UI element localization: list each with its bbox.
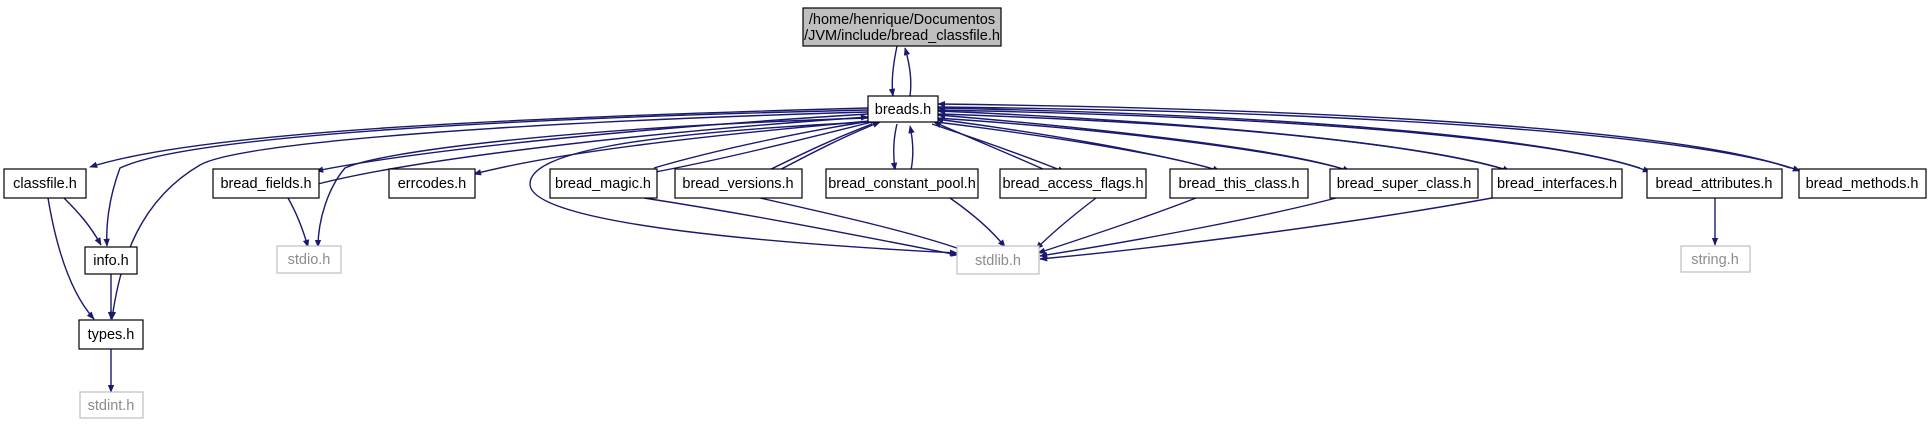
node-bread-methods[interactable]: bread_methods.h	[1798, 168, 1927, 199]
node-box	[1680, 245, 1751, 273]
node-label: bread_versions.h	[682, 176, 793, 192]
edge-breads-to-errcodes	[473, 120, 871, 176]
node-stdlib[interactable]: stdlib.h	[956, 245, 1040, 275]
node-box	[867, 95, 939, 123]
node-bread-access-flags[interactable]: bread_access_flags.h	[999, 168, 1147, 199]
edge-bread-this-class-to-breads	[935, 116, 1211, 169]
edge-bread-methods-to-breads	[937, 100, 1791, 169]
edge-breads-to-bread-fields	[315, 113, 869, 173]
node-bread-versions[interactable]: bread_versions.h	[674, 168, 803, 199]
edge-bread-super-class-to-stdlib	[1039, 197, 1337, 259]
node-box	[84, 246, 138, 275]
node-label: info.h	[93, 253, 128, 269]
node-label: bread_attributes.h	[1656, 176, 1773, 192]
edge-bread-access-flags-to-stdlib	[1035, 197, 1097, 250]
edge-breads-to-bread-attributes	[937, 109, 1651, 173]
node-label: string.h	[1691, 252, 1739, 268]
edge-bread-magic-to-breads	[653, 117, 879, 169]
edge-bread-interfaces-to-breads	[937, 108, 1501, 169]
node-box	[3, 168, 87, 199]
node-box	[825, 168, 979, 199]
node-bread-attributes[interactable]: bread_attributes.h	[1646, 168, 1783, 199]
node-box	[1798, 168, 1927, 199]
edge-bread-access-flags-to-breads	[933, 121, 1053, 174]
node-types[interactable]: types.h	[78, 319, 144, 350]
node-info[interactable]: info.h	[84, 246, 138, 275]
node-box	[212, 168, 320, 199]
edge-bread-constant-pool-to-breads	[908, 125, 915, 171]
node-root-bread-classfile[interactable]: /home/henrique/Documentos /JVM/include/b…	[802, 7, 1002, 47]
node-label: breads.h	[875, 102, 931, 118]
node-bread-magic[interactable]: bread_magic.h	[549, 168, 658, 199]
node-label: stdio.h	[288, 252, 331, 268]
node-label: bread_this_class.h	[1179, 176, 1300, 192]
node-box	[802, 7, 1002, 47]
edge-breads-to-types	[109, 111, 869, 320]
node-label: bread_fields.h	[220, 176, 311, 192]
edge-bread-interfaces-to-stdlib	[1039, 197, 1493, 262]
node-label: bread_super_class.h	[1337, 176, 1472, 192]
edge-bread-super-class-to-breads	[937, 112, 1341, 169]
edge-bread-attributes-to-breads	[937, 104, 1641, 169]
node-classfile[interactable]: classfile.h	[3, 168, 87, 199]
node-label: bread_interfaces.h	[1497, 176, 1617, 192]
edge-bread-versions-to-stdlib	[759, 197, 969, 253]
edge-breads-to-bread-versions	[760, 123, 873, 175]
edge-bread-constant-pool-to-stdlib	[949, 197, 1006, 248]
node-box	[1169, 168, 1309, 199]
edge-breads-to-bread-super-class	[935, 117, 1351, 172]
node-box	[956, 245, 1040, 275]
node-string[interactable]: string.h	[1680, 245, 1751, 273]
node-bread-this-class[interactable]: bread_this_class.h	[1169, 168, 1309, 199]
node-bread-constant-pool[interactable]: bread_constant_pool.h	[825, 168, 979, 199]
node-label: bread_methods.h	[1806, 176, 1919, 192]
edge-classfile-to-types	[47, 197, 95, 320]
node-label: errcodes.h	[398, 176, 467, 192]
node-label: bread_magic.h	[555, 176, 651, 192]
node-label-line2: /JVM/include/bread_classfile.h	[804, 28, 1000, 44]
edge-breads-to-bread-access-flags	[931, 123, 1066, 173]
edge-breads-to-bread-magic	[649, 121, 873, 175]
node-errcodes[interactable]: errcodes.h	[388, 168, 476, 199]
edge-breads-to-stdio	[314, 117, 869, 248]
node-box	[388, 168, 476, 199]
node-label-line1: /home/henrique/Documentos	[809, 12, 995, 28]
edges	[47, 45, 1801, 393]
edge-breads-to-info	[103, 109, 869, 247]
edge-breads-to-stdlib	[529, 121, 958, 256]
node-box	[1491, 168, 1623, 199]
node-box	[549, 168, 658, 199]
node-box	[674, 168, 803, 199]
edge-breads-to-root	[903, 47, 912, 97]
node-label: bread_constant_pool.h	[828, 176, 976, 192]
edge-bread-versions-to-breads	[769, 121, 881, 176]
node-breads[interactable]: breads.h	[867, 95, 939, 123]
node-stdio[interactable]: stdio.h	[276, 245, 342, 274]
node-label: stdlib.h	[975, 253, 1021, 269]
node-box	[79, 391, 144, 419]
edge-bread-magic-to-stdlib	[643, 197, 959, 257]
node-box	[1646, 168, 1783, 199]
node-box	[1329, 168, 1479, 199]
node-box	[999, 168, 1147, 199]
node-bread-super-class[interactable]: bread_super_class.h	[1329, 168, 1479, 199]
node-box	[276, 245, 342, 274]
edge-classfile-to-info	[63, 197, 102, 246]
node-label: classfile.h	[13, 176, 77, 192]
edge-root-to-breads	[888, 45, 898, 97]
edge-bread-fields-to-stdio	[287, 197, 310, 248]
node-label: stdint.h	[88, 398, 135, 414]
edge-bread-fields-to-breads	[317, 114, 869, 185]
edge-breads-to-bread-constant-pool	[890, 123, 898, 171]
edge-breads-to-classfile	[89, 107, 869, 168]
edge-bread-this-class-to-stdlib	[1037, 197, 1197, 254]
node-bread-interfaces[interactable]: bread_interfaces.h	[1491, 168, 1623, 199]
node-label: types.h	[88, 327, 135, 343]
node-stdint[interactable]: stdint.h	[79, 391, 144, 419]
node-box	[78, 319, 144, 350]
node-label: bread_access_flags.h	[1002, 176, 1143, 192]
node-bread-fields[interactable]: bread_fields.h	[212, 168, 320, 199]
